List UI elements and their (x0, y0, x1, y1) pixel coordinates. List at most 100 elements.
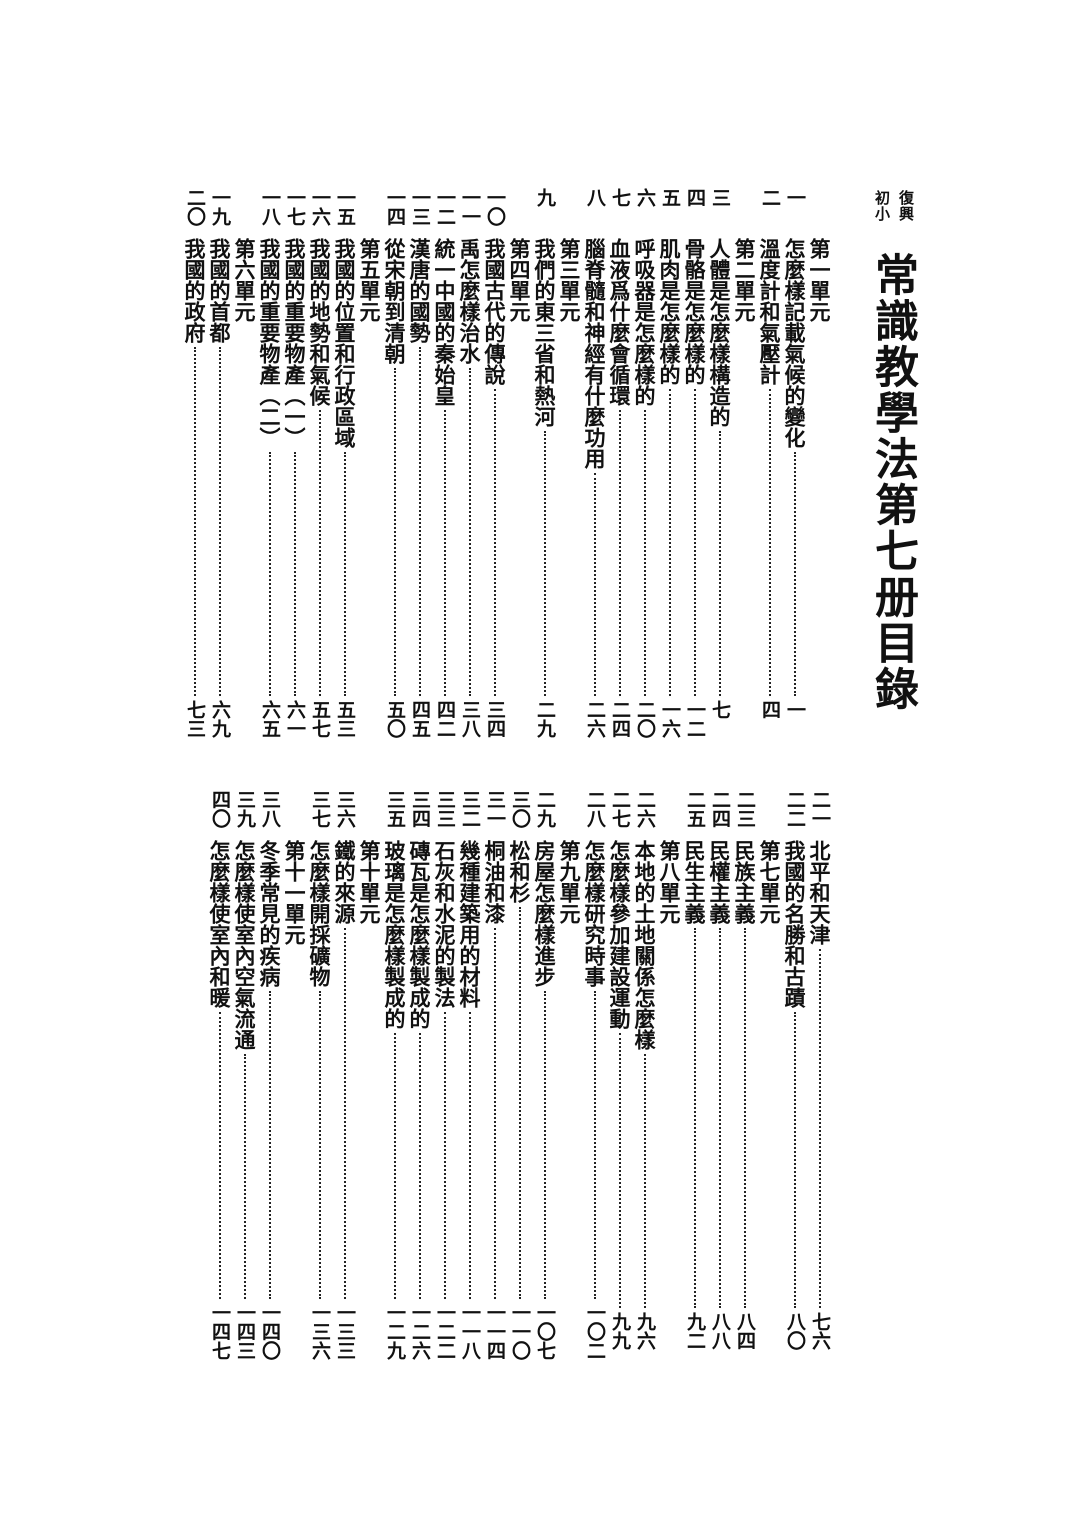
page-number: 一一四 (484, 1303, 506, 1360)
toc-entry: 二五民生主義九二 (682, 790, 707, 1360)
dot-leader (343, 452, 346, 696)
unit-heading: 第十單元 (357, 790, 382, 1360)
toc-bottom-section: 二一北平和天津七六二二我國的名勝和古蹟八〇第七單元二三民族主義八四二四民權主義八… (202, 790, 832, 1360)
lesson-title: 我國的地勢和氣候 (307, 238, 332, 406)
lesson-title: 民權主義 (707, 840, 732, 924)
toc-entry: 三〇松和杉一一〇 (507, 790, 532, 1360)
lesson-title: 怎麼樣使室內空氣流通 (232, 840, 257, 1050)
unit-title: 第五單元 (357, 238, 382, 322)
page-number: 一四七 (209, 1303, 231, 1360)
lesson-number: 二六 (634, 790, 656, 828)
lesson-title: 怎麼樣記載氣候的變化 (782, 238, 807, 448)
dot-leader (768, 389, 771, 696)
unit-heading: 第六單元 (232, 188, 257, 748)
unit-title: 第十單元 (357, 840, 382, 924)
toc-entry: 一〇我國古代的傳說三四 (482, 188, 507, 748)
dot-leader (193, 347, 196, 696)
toc-entry: 七血液爲什麼會循環二四 (607, 188, 632, 748)
toc-entry: 三六鐵的來源一三三 (332, 790, 357, 1360)
lesson-title: 怎麼樣參加建設運動 (607, 840, 632, 1029)
unit-heading: 第五單元 (357, 188, 382, 748)
lesson-title: 怎麼樣研究時事 (582, 840, 607, 987)
toc-top-section: 第一單元一怎麼樣記載氣候的變化一二溫度計和氣壓計四第二單元三人體是怎麼樣構造的七… (182, 188, 832, 748)
lesson-number: 一四 (384, 188, 406, 226)
lesson-title: 民族主義 (732, 840, 757, 924)
dot-leader (343, 928, 346, 1299)
toc-entry: 三九怎麼樣使室內空氣流通一四三 (232, 790, 257, 1360)
lesson-title: 房屋怎麼樣進步 (532, 840, 557, 987)
lesson-title: 怎麼樣開採礦物 (307, 840, 332, 987)
page-number: 一〇二 (584, 1303, 606, 1360)
lesson-number: 五 (659, 188, 681, 207)
dot-leader (643, 410, 646, 696)
unit-heading: 第二單元 (732, 188, 757, 748)
lesson-title: 我國的政府 (182, 238, 207, 343)
dot-leader (793, 1012, 796, 1308)
lesson-title: 幾種建築用的材料 (457, 840, 482, 1008)
lesson-title: 怎麼樣使室內和暖 (207, 840, 232, 1008)
lesson-number: 二〇 (184, 188, 206, 226)
lesson-title: 我國的重要物產（二） (257, 238, 282, 448)
lesson-title: 我國古代的傳說 (482, 238, 507, 385)
dot-leader (393, 368, 396, 696)
page-number: 八四 (734, 1312, 756, 1350)
dot-leader (468, 1012, 471, 1299)
lesson-title: 民生主義 (682, 840, 707, 924)
grade-label: 初小 (873, 190, 891, 222)
toc-entry: 三八冬季常見的疾病一四〇 (257, 790, 282, 1360)
page-number: 一一八 (459, 1303, 481, 1360)
lesson-title: 桐油和漆 (482, 840, 507, 924)
dot-leader (593, 991, 596, 1299)
toc-entry: 三一桐油和漆一一四 (482, 790, 507, 1360)
lesson-number: 三〇 (509, 790, 531, 828)
lesson-number: 二二 (784, 790, 806, 828)
page-number: 九二 (684, 1312, 706, 1350)
lesson-number: 三四 (409, 790, 431, 828)
lesson-number: 四 (684, 188, 706, 207)
page-number: 五七 (309, 700, 331, 738)
lesson-title: 我國的首都 (207, 238, 232, 343)
lesson-number: 二七 (609, 790, 631, 828)
unit-title: 第八單元 (657, 840, 682, 924)
lesson-title: 呼吸器是怎麼樣的 (632, 238, 657, 406)
lesson-number: 九 (534, 188, 556, 207)
unit-heading: 第七單元 (757, 790, 782, 1360)
page-number: 一三六 (309, 1303, 331, 1360)
lesson-title: 本地的土地關係怎麼樣 (632, 840, 657, 1050)
lesson-number: 八 (584, 188, 606, 207)
lesson-number: 二四 (709, 790, 731, 828)
lesson-title: 玻璃是怎麼樣製成的 (382, 840, 407, 1029)
page-number: 二〇 (634, 700, 656, 738)
lesson-title: 血液爲什麼會循環 (607, 238, 632, 406)
dot-leader (318, 991, 321, 1299)
page-title: 常識教學法第七册目錄 (867, 252, 918, 712)
page-number: 六一 (284, 700, 306, 738)
dot-leader (218, 347, 221, 696)
lesson-title: 從宋朝到清朝 (382, 238, 407, 364)
dot-leader (393, 1033, 396, 1299)
page-number: 四五 (409, 700, 431, 738)
page-number: 三八 (459, 700, 481, 738)
lesson-number: 一九 (209, 188, 231, 226)
toc-entry: 八腦脊髓和神經有什麼功用二六 (582, 188, 607, 748)
lesson-number: 一〇 (484, 188, 506, 226)
toc-entry: 一一禹怎麼樣治水三八 (457, 188, 482, 748)
page-number: 八八 (709, 1312, 731, 1350)
unit-title: 第十一單元 (282, 840, 307, 945)
series-label: 復興 (897, 190, 915, 222)
lesson-number: 七 (609, 188, 631, 207)
toc-entry: 一七我國的重要物產（一）六一 (282, 188, 307, 748)
lesson-number: 二三 (734, 790, 756, 828)
lesson-number: 三五 (384, 790, 406, 828)
lesson-number: 一七 (284, 188, 306, 226)
toc-entry: 四骨骼是怎麼樣的一二 (682, 188, 707, 748)
dot-leader (493, 928, 496, 1299)
lesson-number: 一一 (459, 188, 481, 226)
lesson-number: 三二 (459, 790, 481, 828)
page-number: 七 (709, 700, 731, 719)
dot-leader (293, 452, 296, 696)
lesson-number: 四〇 (209, 790, 231, 828)
lesson-title: 統一中國的秦始皇 (432, 238, 457, 406)
dot-leader (318, 410, 321, 696)
lesson-number: 六 (634, 188, 656, 207)
